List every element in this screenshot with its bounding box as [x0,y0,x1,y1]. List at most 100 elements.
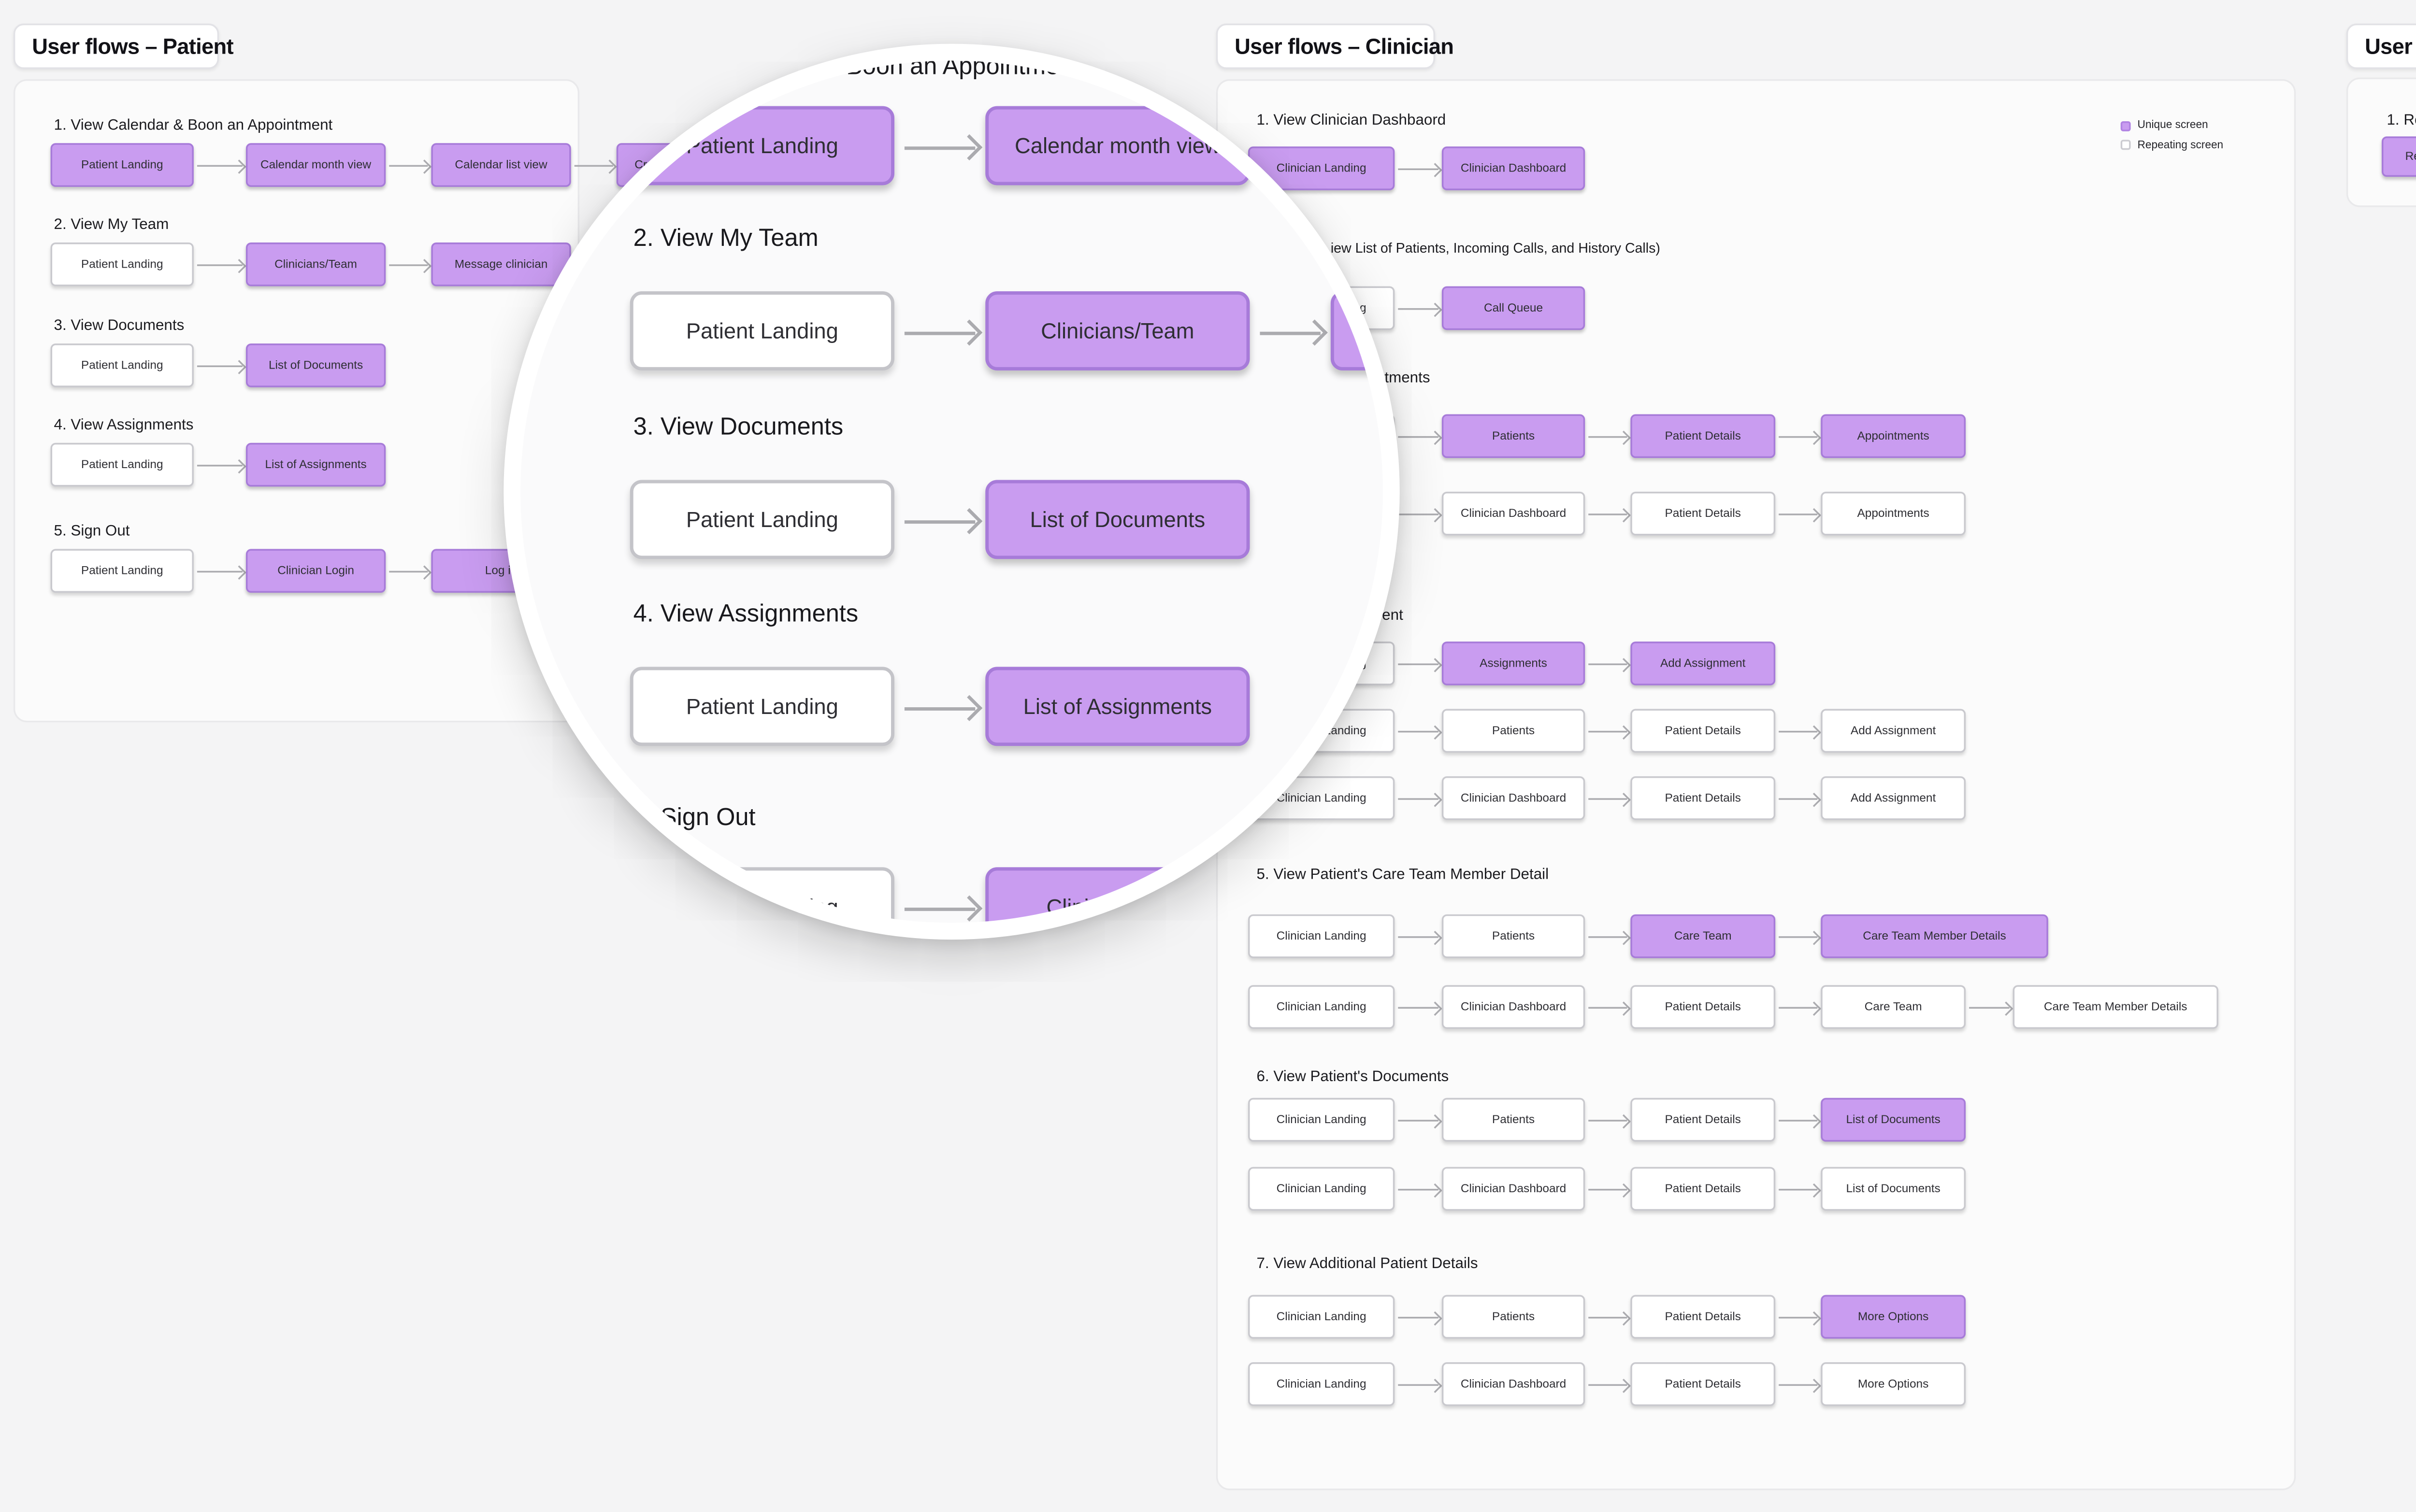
flow-box[interactable]: Care Team [1630,914,1776,958]
flow-box-magnified: Clinician Login [985,867,1250,923]
arrow-connector [1398,514,1438,515]
flow-box[interactable]: Patient Details [1630,1167,1776,1211]
flow-box[interactable]: Clinician Dashboard [1441,1362,1585,1406]
flow-box[interactable]: Assignments [1441,642,1585,685]
legend-swatch-repeating-icon[interactable] [2120,140,2131,150]
flow-box[interactable]: Add Assignment [1821,709,1966,753]
flow-box[interactable]: Patient Landing [50,442,194,487]
flow-box[interactable]: Patient Details [1630,491,1776,536]
arrow-connector [1588,436,1627,438]
flow-box[interactable]: Add Assignment [1630,642,1776,685]
flow-box[interactable]: Patients [1441,1098,1585,1142]
flow-box[interactable]: Calendar list view [431,143,571,187]
flow-box[interactable]: Patients [1441,1295,1585,1339]
flow-box[interactable]: Clinician Dashboard [1441,491,1585,536]
section-heading: 5. Sign Out [54,522,130,539]
section-heading: 1. View Calendar & Boon an Appointment [54,116,333,133]
flow-box[interactable]: Clinician Dashboard [1441,776,1585,820]
flow-box[interactable]: Patients [1441,709,1585,753]
arrow-connector [1588,663,1627,665]
flow-box[interactable]: Add Assignment [1821,776,1966,820]
flow-box[interactable]: Patient Details [1630,1098,1776,1142]
flow-box-magnified: Calendar month view [985,106,1250,185]
arrow-connector [1779,436,1818,438]
flow-box[interactable]: More Options [1821,1362,1966,1406]
arrow-connector [1398,1189,1438,1191]
flow-box[interactable]: Patient Landing [50,549,194,593]
flow-box[interactable]: Care Team Member Details [1821,914,2048,958]
section-heading: 6. View Patient's Documents [1256,1068,1449,1084]
arrow-connector [904,145,976,149]
flow-box[interactable]: Appointments [1821,414,1966,458]
arrow-connector [1398,798,1438,800]
arrow-connector [1398,308,1438,310]
section-heading: 5. View Patient's Care Team Member Detai… [1256,865,1549,883]
arrow-connector [1588,730,1627,733]
flow-box-magnified: Patient Landing [630,291,894,371]
flow-box[interactable]: List of Documents [245,343,386,387]
flow-box[interactable]: List of Documents [1821,1098,1966,1142]
flow-box[interactable]: Patient Details [1630,709,1776,753]
flow-box[interactable]: Clinician Landing [1248,914,1395,958]
legend-label: Repeating screen [2137,139,2224,151]
flow-box[interactable]: Patient Landing [50,143,194,187]
flow-box[interactable]: Clinician Landing [1248,985,1395,1029]
flow-box[interactable]: More Options [1821,1295,1966,1339]
arrow-connector [1398,1007,1438,1009]
arrow-connector [1588,1120,1627,1122]
flow-box-magnified: List of Documents [985,480,1250,559]
flow-box[interactable]: Responder Landing [2382,136,2416,177]
flow-box[interactable]: Call Queue [1441,286,1585,330]
flow-box[interactable]: Clinician Landing [1248,1167,1395,1211]
arrow-connector [1779,798,1818,800]
arrow-connector [1588,936,1627,938]
section-heading-magnified: 1. View Calendar & Boon an Appointment [631,60,1080,81]
section-heading-magnified: 4. View Assignments [633,601,859,628]
arrow-connector [1588,1316,1627,1319]
arrow-connector [197,165,243,167]
flow-box[interactable]: Patient Details [1630,985,1776,1029]
flow-box[interactable]: Patients [1441,914,1585,958]
flow-box[interactable]: Patient Details [1630,1362,1776,1406]
flow-box[interactable]: Calendar month view [245,143,386,187]
arrow-connector [1398,936,1438,938]
arrow-connector [1398,1120,1438,1122]
arrow-connector [904,706,976,710]
flow-box[interactable]: Patient Details [1630,414,1776,458]
legend-swatch-unique-icon[interactable] [2120,120,2131,131]
arrow-connector [1779,1120,1818,1122]
flow-box[interactable]: List of Assignments [245,442,386,487]
flow-box[interactable]: Patient Details [1630,776,1776,820]
responder-title-card[interactable]: User flows – Responder [2346,23,2416,69]
clinician-title-card[interactable]: User flows – Clinician [1216,23,1454,69]
flow-box[interactable]: Patients [1441,414,1585,458]
section-heading: 3. View Documents [54,316,185,334]
section-heading-magnified: 3. View Documents [633,414,844,442]
flow-box-magnified: Clinicians/Team [985,291,1250,371]
flow-box[interactable]: Clinician Landing [1248,1362,1395,1406]
flow-box[interactable]: Clinician Dashboard [1441,985,1585,1029]
flow-box[interactable]: Patient Landing [50,242,194,286]
flow-box[interactable]: Patient Landing [50,343,194,387]
flow-box[interactable]: Patient Details [1630,1295,1776,1339]
flow-box[interactable]: Appointments [1821,491,1966,536]
arrow-connector [389,165,428,167]
section-heading: 1. Reponder Actions [2387,111,2416,128]
section-heading: 2. View My Team [54,215,169,233]
flow-box[interactable]: Care Team Member Details [2013,985,2218,1029]
flow-box[interactable]: Clinician Dashboard [1441,146,1585,190]
flow-box[interactable]: List of Documents [1821,1167,1966,1211]
flow-box[interactable]: Care Team [1821,985,1966,1029]
flow-box[interactable]: Clinician Landing [1248,1098,1395,1142]
arrow-connector [1779,936,1818,938]
patient-title-card[interactable]: User flows – Patient [13,23,234,69]
flow-box[interactable]: Clinician Landing [1248,1295,1395,1339]
arrow-connector [197,365,243,367]
flow-box[interactable]: Clinicians/Team [245,242,386,286]
flow-box-magnified: Patient Landing [630,106,894,185]
flow-box[interactable]: Clinician Dashboard [1441,1167,1585,1211]
arrow-connector [1260,330,1321,334]
flow-box[interactable]: Clinician Login [245,549,386,593]
flow-box[interactable]: Message clinician [431,242,571,286]
